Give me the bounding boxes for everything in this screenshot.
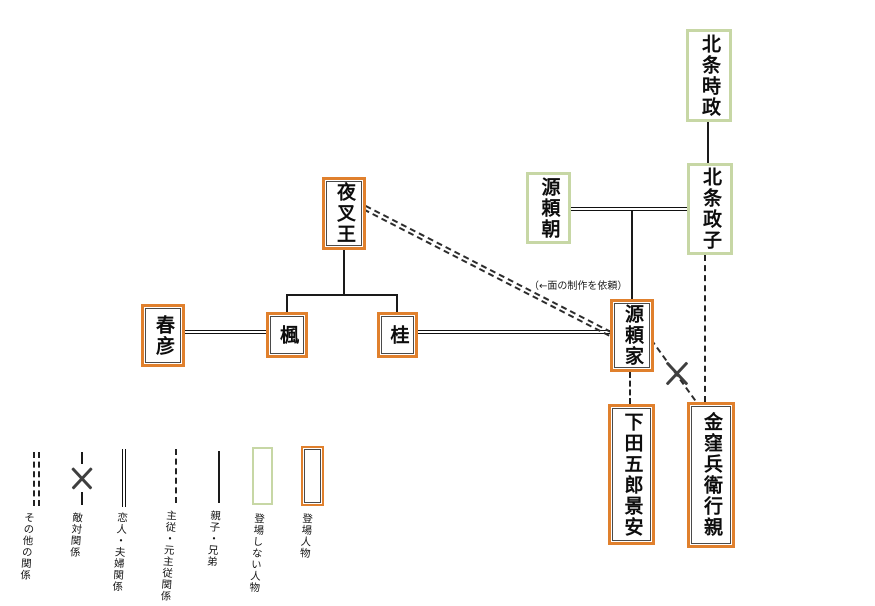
legend-sample-appearing-box bbox=[301, 446, 324, 506]
mask-request-annotation: （←面の制作を依頼） bbox=[529, 281, 628, 292]
node-label: 北条政子 bbox=[699, 167, 722, 251]
edge-couple-haruhiko-kaede bbox=[185, 330, 266, 334]
edge-parent-stub-katsura bbox=[396, 294, 398, 314]
edge-parent-stub-kaede bbox=[286, 294, 288, 314]
node-label: 金窪兵衛行親 bbox=[700, 412, 723, 538]
node-label: 楓 bbox=[276, 324, 299, 346]
node-label: 下田五郎景安 bbox=[621, 411, 644, 538]
legend-sample-couple bbox=[122, 449, 126, 507]
legend-label-non-appearing: 登場しない人物 bbox=[247, 512, 266, 594]
edge-couple-yoritomo-masako bbox=[571, 207, 687, 211]
legend-sample-master-servant bbox=[175, 449, 177, 503]
node-minamoto-yoriie: 源頼家 bbox=[610, 299, 654, 372]
legend-hostility-x-icon bbox=[70, 466, 94, 490]
node-label: 源頼家 bbox=[621, 304, 644, 367]
node-hojo-masako: 北条政子 bbox=[687, 163, 733, 255]
legend-label-other-relation: その他の関係 bbox=[18, 511, 36, 582]
edge-master-masako-kanakubo bbox=[704, 255, 706, 402]
node-kanakubo-hyoe-yukichika: 金窪兵衛行親 bbox=[687, 402, 735, 548]
node-haruhiko: 春彦 bbox=[141, 304, 185, 367]
legend-sample-other-relation bbox=[38, 452, 40, 506]
legend-label-couple: 恋人・夫婦関係 bbox=[110, 511, 129, 593]
node-label: 春彦 bbox=[152, 314, 175, 357]
edge-couple-katsura-yoriie bbox=[418, 330, 610, 334]
legend-label-hostile: 敵対関係 bbox=[68, 511, 84, 559]
node-katsura: 桂 bbox=[377, 312, 418, 358]
legend-label-appearing: 登場人物 bbox=[298, 512, 314, 560]
edge-parent-drop-yoriie bbox=[631, 211, 633, 299]
edge-parent-drop-yashao bbox=[343, 250, 345, 296]
legend-sample-hostile bbox=[81, 492, 83, 505]
legend-sample-other-relation bbox=[33, 452, 35, 506]
legend-sample-hostile bbox=[81, 452, 83, 464]
node-label: 桂 bbox=[387, 324, 410, 346]
edge-master-yoriie-shimoda bbox=[629, 372, 631, 404]
legend-label-parent-child: 親子・兄弟 bbox=[205, 509, 222, 568]
node-shimoda-goro-kageyasu: 下田五郎景安 bbox=[608, 404, 655, 545]
edge-sibling-branch bbox=[286, 294, 398, 296]
node-hojo-tokimasa: 北条時政 bbox=[686, 29, 732, 122]
node-label: 源頼朝 bbox=[538, 176, 561, 240]
edge-parent-tokimasa-masako bbox=[707, 122, 709, 163]
node-yashao: 夜叉王 bbox=[322, 177, 366, 250]
node-kaede: 楓 bbox=[266, 312, 308, 358]
legend-label-master-servant: 主従・元主従関係 bbox=[159, 509, 178, 603]
legend-sample-non-appearing-box bbox=[252, 447, 273, 505]
node-label: 北条時政 bbox=[698, 33, 721, 118]
node-minamoto-yoritomo: 源頼朝 bbox=[526, 172, 571, 244]
node-label: 夜叉王 bbox=[333, 182, 356, 245]
hostility-x-icon bbox=[664, 360, 690, 386]
legend-sample-parent-child bbox=[218, 451, 220, 503]
